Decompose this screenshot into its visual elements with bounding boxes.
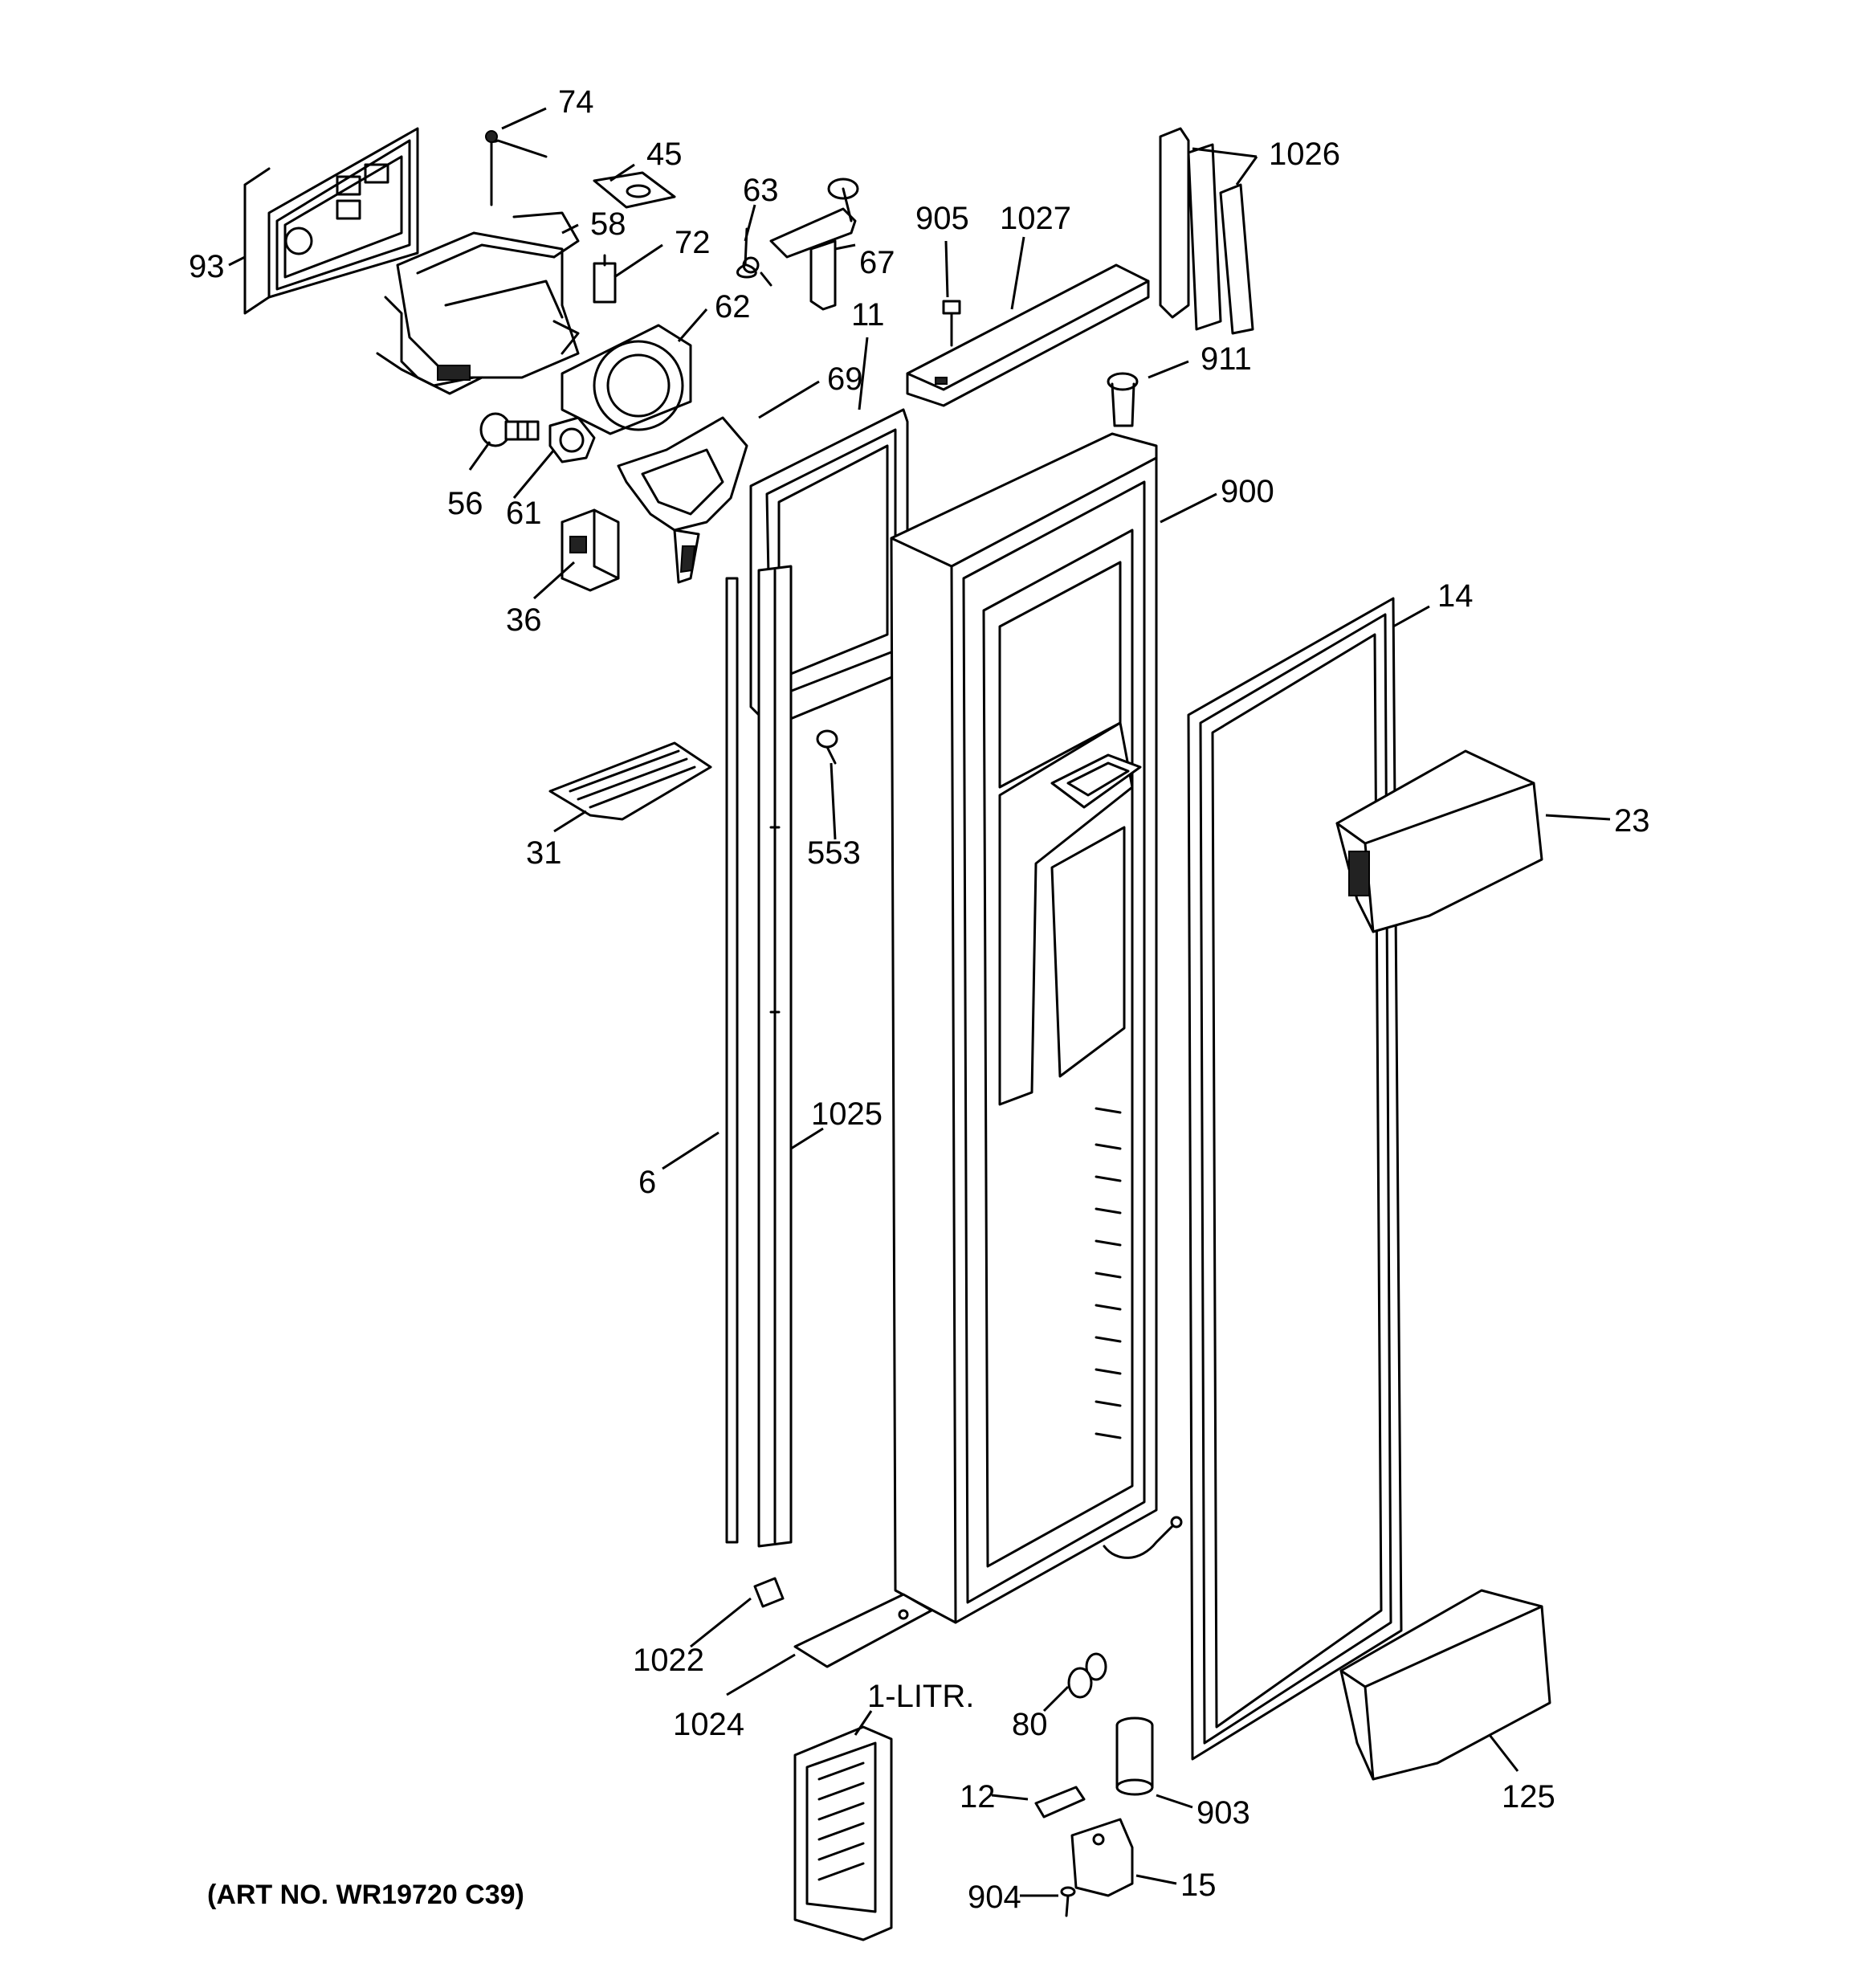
part-69-chute xyxy=(617,416,748,584)
label-74: 74 xyxy=(558,84,594,120)
label-36: 36 xyxy=(506,602,542,638)
label-45: 45 xyxy=(646,137,683,172)
part-125-bin xyxy=(1339,1589,1551,1781)
label-67: 67 xyxy=(859,245,895,280)
part-903-pin xyxy=(1115,1717,1154,1796)
part-553-stud xyxy=(816,729,838,765)
label-63: 63 xyxy=(743,173,779,208)
part-12-plate xyxy=(1034,1786,1086,1819)
label-93: 93 xyxy=(189,249,225,284)
part-905-screw xyxy=(942,300,961,347)
part-72-switch xyxy=(593,254,617,304)
part-31-grille xyxy=(548,741,712,821)
part-904-screw xyxy=(1060,1886,1076,1917)
label-72: 72 xyxy=(675,225,711,260)
art-number-note: (ART NO. WR19720 C39) xyxy=(207,1880,524,1910)
part-1litr-label xyxy=(793,1725,893,1941)
part-45-bracket xyxy=(593,171,676,209)
part-1025-door-trim-rail xyxy=(757,565,793,1548)
part-900-door xyxy=(890,432,1183,1624)
label-69: 69 xyxy=(827,361,863,397)
label-1022: 1022 xyxy=(633,1643,704,1678)
label-904: 904 xyxy=(968,1880,1021,1915)
part-62-auger-ring xyxy=(561,324,692,435)
label-14: 14 xyxy=(1437,578,1474,614)
part-74-spring xyxy=(485,130,548,206)
label-62: 62 xyxy=(715,289,751,325)
part-1024-bracket xyxy=(793,1593,933,1668)
label-911: 911 xyxy=(1201,341,1252,377)
label-125: 125 xyxy=(1502,1779,1555,1815)
label-80: 80 xyxy=(1012,1707,1048,1742)
part-58-dispenser-housing xyxy=(376,211,580,395)
part-80-bushing xyxy=(1067,1652,1107,1699)
part-67-lever xyxy=(769,178,859,311)
label-11: 11 xyxy=(851,297,885,333)
part-63-spring xyxy=(736,227,773,287)
label-12: 12 xyxy=(960,1779,996,1815)
label-1025: 1025 xyxy=(811,1096,883,1132)
label-903: 903 xyxy=(1196,1795,1250,1831)
part-6-tube xyxy=(725,577,739,1544)
label-1litr: 1-LITR. xyxy=(867,1679,974,1714)
part-1022-clip xyxy=(753,1577,785,1608)
part-36-motor xyxy=(561,508,620,592)
part-61-socket xyxy=(548,416,596,463)
label-1027: 1027 xyxy=(1000,201,1071,236)
part-1027-cap xyxy=(906,263,1150,407)
label-1026: 1026 xyxy=(1269,137,1340,172)
label-6: 6 xyxy=(638,1165,656,1200)
label-61: 61 xyxy=(506,496,542,531)
label-553: 553 xyxy=(807,835,861,871)
part-1026-gaskets xyxy=(1159,127,1254,335)
part-911-bushing xyxy=(1107,372,1139,427)
label-15: 15 xyxy=(1180,1868,1217,1903)
label-900: 900 xyxy=(1221,474,1274,509)
label-905: 905 xyxy=(915,201,969,236)
label-1024: 1024 xyxy=(673,1707,744,1742)
label-31: 31 xyxy=(526,835,562,871)
part-15-hinge xyxy=(1070,1818,1134,1897)
part-93-control-panel xyxy=(243,127,419,315)
label-58: 58 xyxy=(590,206,626,242)
label-23: 23 xyxy=(1614,803,1650,839)
label-56: 56 xyxy=(447,486,483,521)
part-14-gasket xyxy=(1187,597,1403,1761)
leader-lines xyxy=(228,107,1611,1897)
part-23-bin xyxy=(1335,749,1543,933)
part-56-bulb xyxy=(479,412,540,447)
part-labels: 74 45 63 72 58 93 67 905 1027 1026 62 11… xyxy=(189,84,1650,1915)
